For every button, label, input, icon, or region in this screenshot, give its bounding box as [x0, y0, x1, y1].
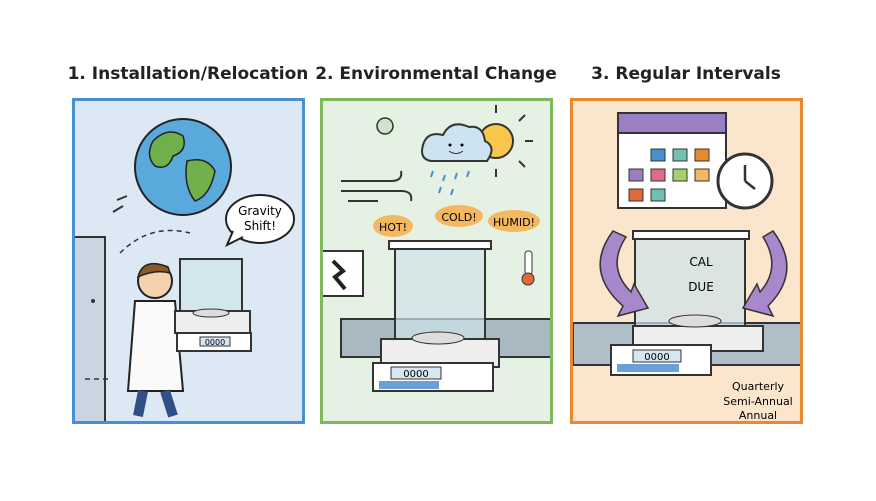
air-conditioner-icon [323, 250, 364, 297]
panel-regular-intervals: CAL DUE 0000 Quarterly Semi-Annual Annua… [570, 98, 803, 424]
svg-text:HUMID!: HUMID! [493, 216, 535, 229]
sun-icon [478, 105, 533, 177]
calendar-icon [617, 112, 727, 209]
hot-label: HOT! [373, 215, 413, 237]
arrow-icon [599, 230, 788, 318]
due-text: DUE [688, 280, 714, 294]
interval-quarterly: Quarterly [732, 380, 785, 393]
balance-icon: CAL DUE 0000 [610, 230, 764, 376]
panel-environmental: HOT! COLD! HUMID! 0000 [320, 98, 553, 424]
cal-text: CAL [689, 255, 713, 269]
clock-icon [716, 152, 774, 210]
person-icon [126, 262, 185, 418]
humid-label: HUMID! [488, 210, 540, 232]
panel-3-title: 3. Regular Intervals [591, 64, 781, 84]
wind-icon [341, 170, 413, 202]
panel-installation: Gravity Shift! 0000 [72, 98, 305, 424]
cloud-icon [421, 123, 493, 196]
bubble-text-1: Gravity [238, 204, 282, 218]
panel-2-title: 2. Environmental Change [315, 64, 557, 84]
panel-1-title: 1. Installation/Relocation [67, 64, 309, 84]
svg-text:COLD!: COLD! [441, 211, 476, 224]
cold-label: COLD! [435, 205, 483, 227]
balance-display: 0000 [205, 338, 225, 347]
balance-display: 0000 [403, 369, 428, 380]
svg-text:HOT!: HOT! [379, 221, 407, 234]
balance-icon: 0000 [174, 258, 252, 352]
speech-bubble: Gravity Shift! [225, 194, 295, 248]
balance-icon: 0000 [372, 240, 500, 392]
bubble-text-2: Shift! [244, 219, 276, 233]
interval-annual: Annual [739, 409, 777, 422]
interval-semi-annual: Semi-Annual [723, 395, 793, 408]
earth-icon [134, 118, 232, 216]
balance-display: 0000 [644, 352, 669, 363]
thermometer-icon [521, 250, 535, 286]
door-icon [75, 236, 106, 421]
